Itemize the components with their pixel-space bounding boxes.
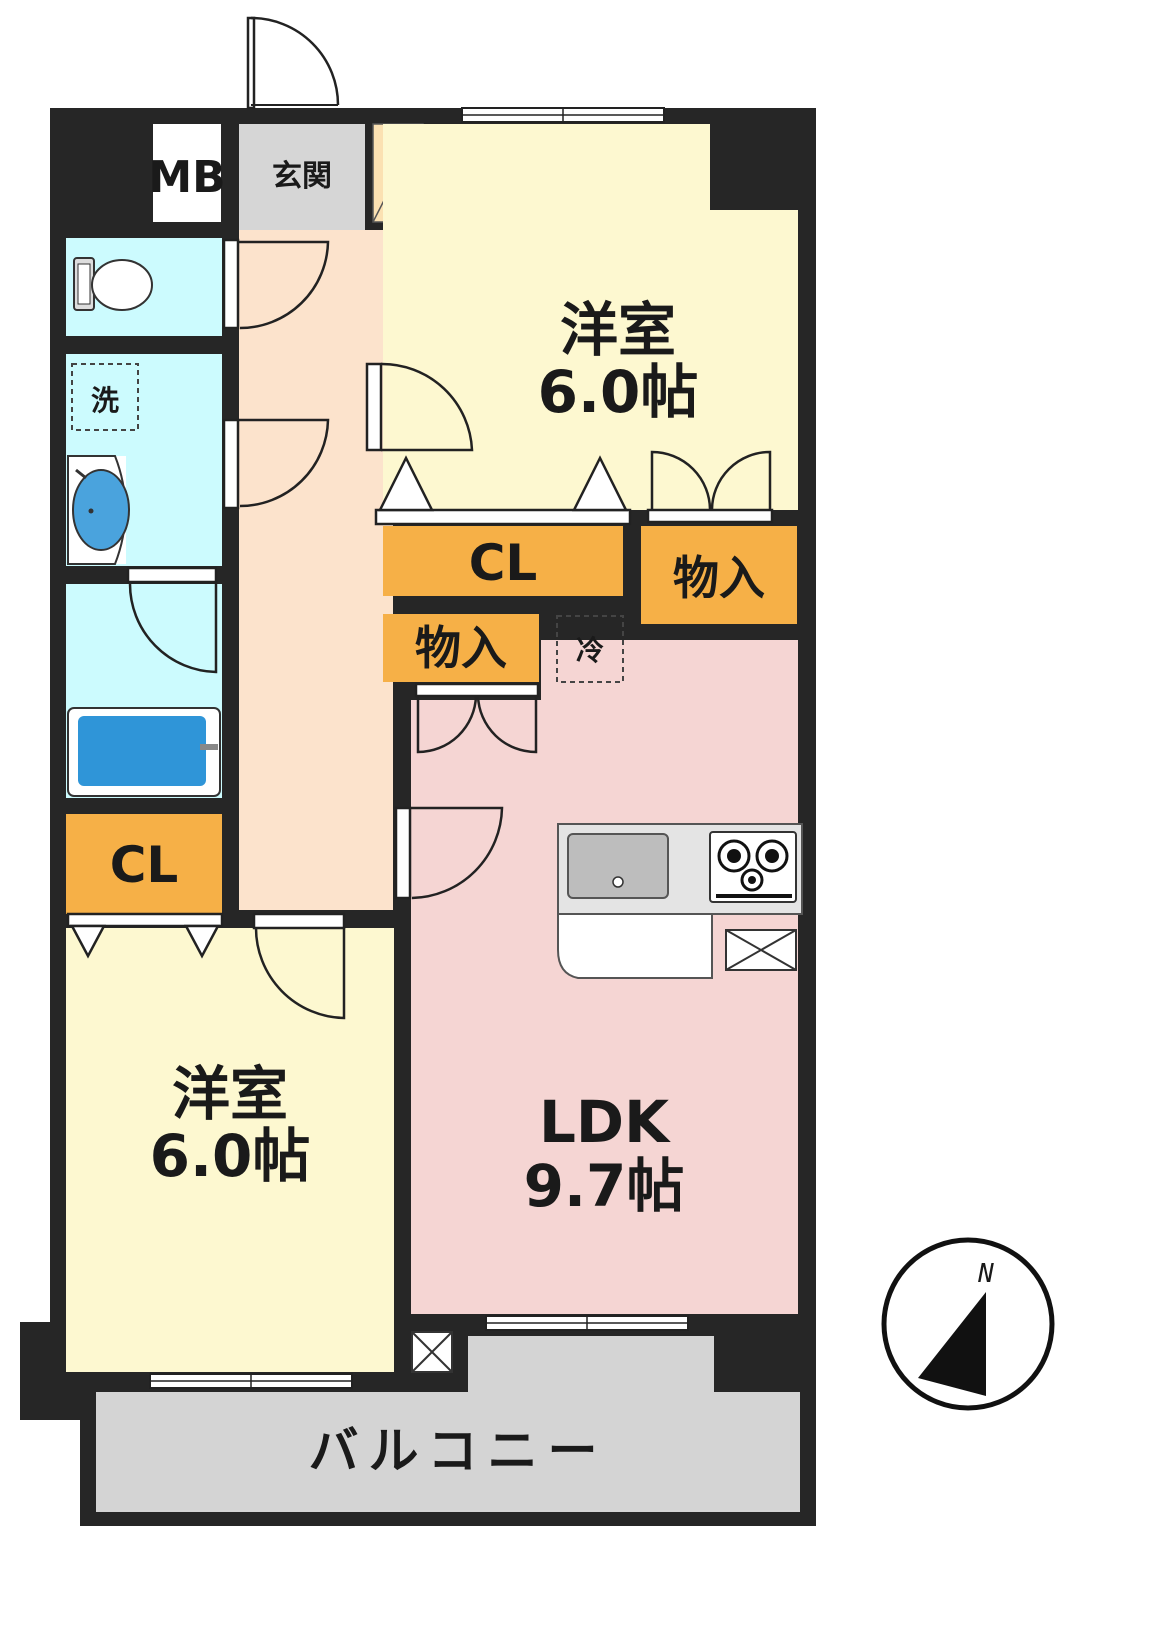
western-2-name: 洋室	[172, 1060, 288, 1128]
entrance-label: 玄関	[272, 159, 332, 194]
closet-left-doors[interactable]	[66, 912, 224, 959]
storage-right	[641, 526, 797, 624]
storage-mid-label: 物入	[415, 621, 507, 675]
stove-burner-icon	[716, 839, 792, 898]
closet-top-label: CL	[469, 534, 538, 592]
storage-right-label: 物入	[673, 551, 765, 605]
balcony-upper	[468, 1336, 714, 1396]
entrance	[239, 124, 365, 230]
western-room-2	[66, 928, 394, 1372]
western-2-door[interactable]	[252, 912, 346, 1020]
western-1-size: 6.0帖	[538, 358, 699, 426]
meter-box-label: MB	[148, 152, 225, 203]
fridge-space	[556, 615, 624, 683]
toilet-door[interactable]	[222, 238, 330, 330]
western-2-size: 6.0帖	[150, 1122, 311, 1190]
duct-space-balcony-icon	[411, 1331, 453, 1373]
storage-mid	[383, 614, 539, 682]
bathtub-icon	[67, 707, 221, 797]
window-ldk	[485, 1315, 689, 1331]
meter-box	[153, 124, 221, 222]
storage-right-door[interactable]	[646, 450, 774, 524]
closet-left-label: CL	[110, 836, 179, 894]
washer-label: 洗	[91, 384, 119, 417]
ldk-size: 9.7帖	[524, 1152, 685, 1220]
western-room-1	[383, 124, 798, 510]
western-1-name: 洋室	[560, 296, 676, 364]
storage-mid-door[interactable]	[414, 682, 540, 754]
wash-basin-icon	[67, 455, 130, 565]
balcony-label: バルコニー	[309, 1422, 608, 1480]
fridge-label: 冷	[576, 634, 604, 667]
washroom-door[interactable]	[222, 418, 330, 510]
toilet-icon	[73, 257, 153, 311]
western-1-door[interactable]	[365, 362, 474, 452]
window-western-2	[149, 1373, 353, 1389]
closet-top-doors[interactable]	[374, 455, 632, 526]
bathroom-door[interactable]	[126, 566, 218, 674]
washer-space	[71, 363, 139, 431]
entrance-door[interactable]	[246, 16, 340, 110]
balcony	[96, 1392, 800, 1512]
closet-top	[383, 526, 623, 596]
closet-left	[66, 814, 222, 914]
ldk-name: LDK	[539, 1088, 671, 1156]
window-top	[461, 107, 665, 123]
duct-space-icon	[725, 929, 797, 971]
corridor	[239, 230, 393, 910]
compass-north-icon: N	[881, 1237, 1055, 1411]
ldk-door[interactable]	[394, 806, 504, 900]
compass-letter: N	[977, 1259, 994, 1289]
